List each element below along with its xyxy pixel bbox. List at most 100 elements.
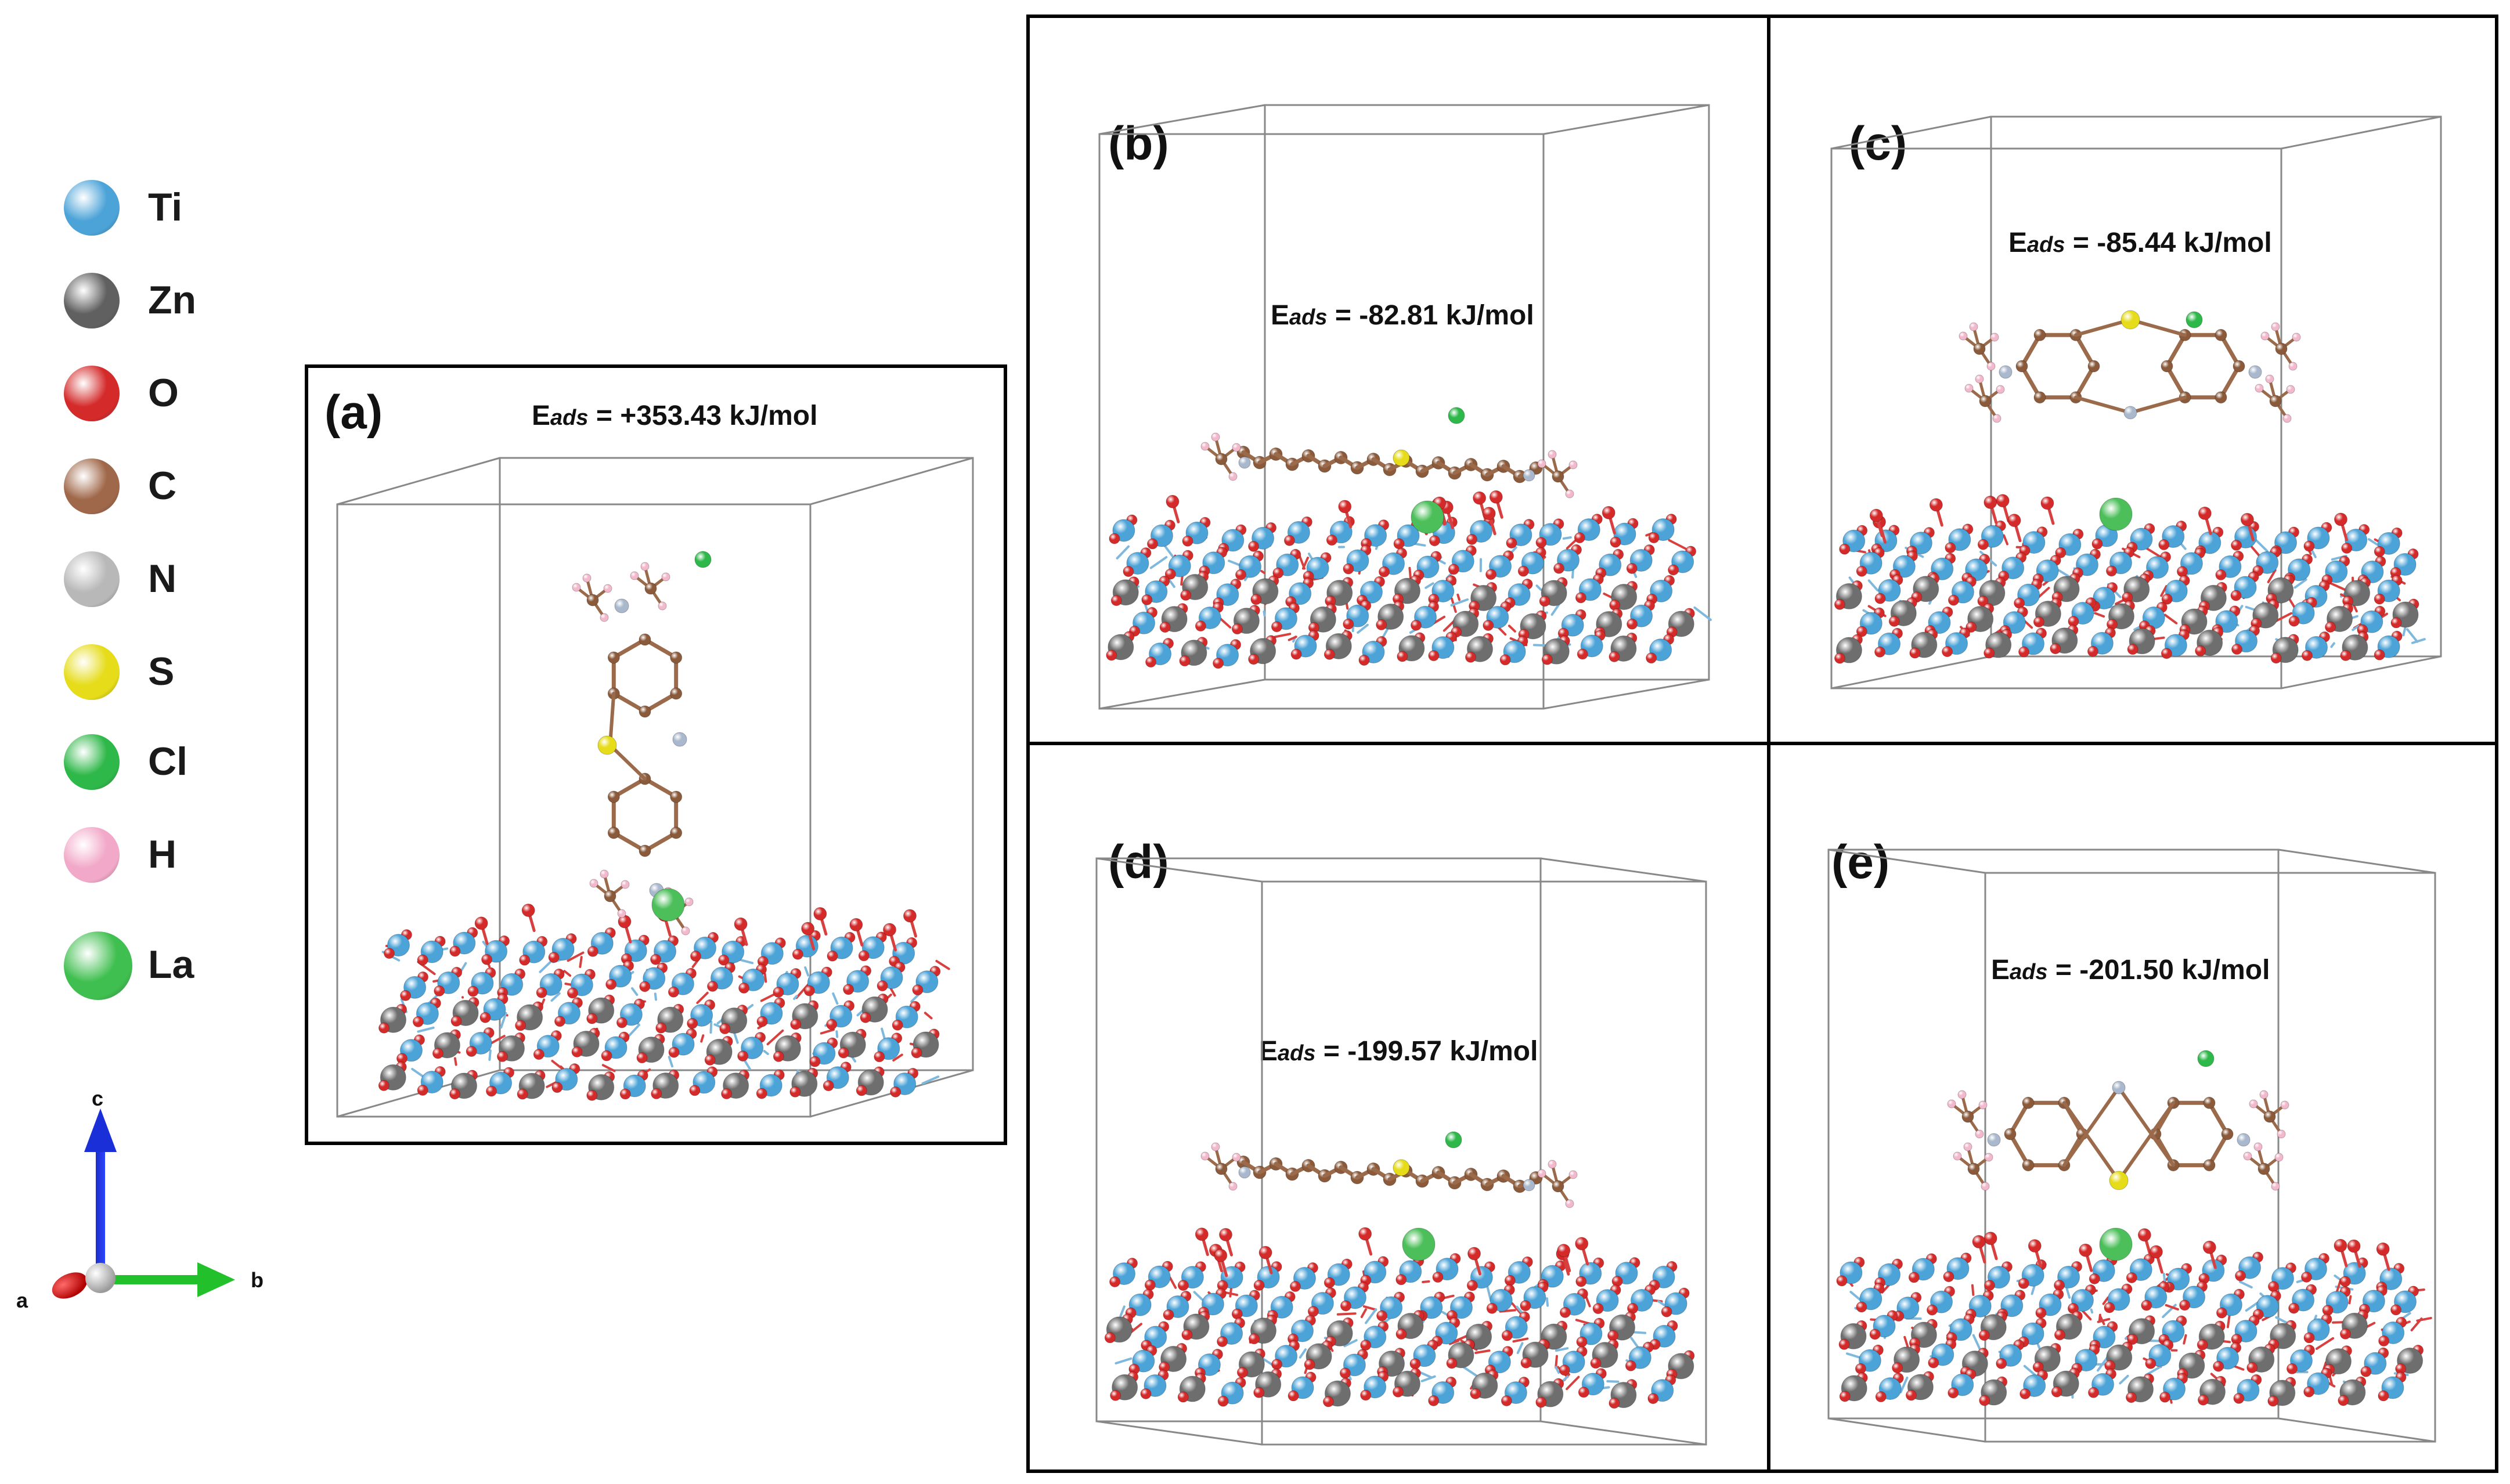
h-atom [1211, 1142, 1220, 1151]
h-atom [2280, 1100, 2289, 1110]
o-atom [536, 987, 547, 998]
o-atom [738, 982, 750, 994]
o-atom [689, 1085, 701, 1096]
o-atom [2087, 645, 2098, 657]
o-atom [548, 952, 560, 963]
bond [2074, 318, 2132, 337]
cell-edge [810, 457, 973, 506]
o-atom [1875, 1391, 1887, 1403]
bond [1456, 593, 1460, 601]
o-atom [1106, 649, 1117, 661]
la-sphere-icon [64, 931, 132, 1000]
o-atom [2374, 546, 2385, 557]
o-atom [1409, 1358, 1421, 1370]
c-atom [670, 826, 683, 839]
bond [2328, 581, 2346, 591]
o-atom [1646, 652, 1657, 664]
cell-front-face [1098, 133, 1545, 710]
o-atom [1358, 655, 1370, 666]
o-atom [1574, 532, 1585, 544]
o-atom [1834, 652, 1845, 664]
h-atom [2259, 1090, 2269, 1099]
o-atom [1236, 1367, 1248, 1378]
bond [1461, 1365, 1479, 1378]
o-atom [1231, 623, 1243, 635]
bond [2410, 1317, 2423, 1331]
cl-atom [1445, 1131, 1462, 1149]
bond [2367, 538, 2379, 546]
o-atom [567, 987, 578, 999]
o-atom [1942, 646, 1953, 658]
h-sphere-icon [64, 827, 120, 883]
o-atom [1539, 595, 1550, 607]
bond [2411, 638, 2426, 644]
c-atom [2215, 391, 2227, 404]
o-atom [1501, 1330, 1513, 1341]
bond [567, 951, 585, 962]
bond [1854, 1306, 1858, 1310]
o-atom [1869, 508, 1883, 522]
o-atom [1856, 626, 1867, 637]
bond [2008, 1132, 2031, 1168]
o-atom [912, 984, 924, 996]
o-atom [1428, 650, 1440, 662]
o-atom [2302, 649, 2313, 661]
o-atom [2161, 648, 2172, 659]
h-atom [600, 613, 609, 622]
c-atom [2022, 1159, 2035, 1172]
o-atom [1984, 1232, 1997, 1245]
bond [611, 691, 647, 714]
bond [696, 991, 709, 1004]
o-atom [481, 954, 493, 965]
o-atom [1376, 619, 1387, 631]
cell-edge [1096, 857, 1263, 883]
o-atom [521, 903, 535, 917]
bond [411, 1067, 424, 1078]
n-atom [2112, 1081, 2126, 1095]
legend-item-s: S [64, 638, 250, 708]
o-atom [2235, 1270, 2246, 1281]
h-atom [2271, 1182, 2280, 1191]
bond [563, 970, 572, 977]
bond [1849, 1291, 1862, 1302]
bond [1448, 1339, 1460, 1345]
o-atom [1145, 656, 1157, 668]
bond [2245, 1301, 2260, 1312]
o-atom [2334, 512, 2347, 526]
c-atom [607, 826, 620, 839]
o-atom [1213, 658, 1224, 669]
o-atom [668, 986, 679, 998]
o-atom [827, 950, 838, 962]
s-atom [597, 735, 617, 755]
o-atom [2325, 621, 2336, 633]
bond [1903, 1335, 1910, 1350]
o-atom [619, 1088, 631, 1100]
o-atom [1181, 1329, 1193, 1341]
cell-front-face [1830, 147, 2282, 689]
h-atom [1990, 333, 1999, 342]
o-atom [639, 981, 651, 992]
o-atom [2246, 1362, 2258, 1373]
cell-back-face [1264, 104, 1710, 681]
o-atom [412, 1016, 424, 1027]
o-atom [2197, 1339, 2208, 1351]
legend-label: C [148, 464, 177, 508]
h-atom [1211, 432, 1220, 442]
o-atom [1470, 1388, 1481, 1399]
bond [1164, 545, 1175, 560]
bond [793, 995, 798, 1000]
o-atom [1231, 1308, 1243, 1320]
h-atom [1981, 1182, 1990, 1191]
o-atom [1272, 567, 1284, 579]
o-atom [1948, 594, 1959, 606]
o-atom [1338, 500, 1352, 514]
o-atom [1104, 1332, 1116, 1344]
o-atom [809, 1056, 821, 1067]
o-atom [1217, 1336, 1228, 1348]
cell-edge [1540, 857, 1707, 883]
o-atom [1253, 1386, 1265, 1398]
o-atom [378, 1079, 390, 1091]
o-atom [2378, 1390, 2389, 1402]
c-atom [2033, 391, 2046, 404]
o-atom [2338, 1395, 2349, 1406]
